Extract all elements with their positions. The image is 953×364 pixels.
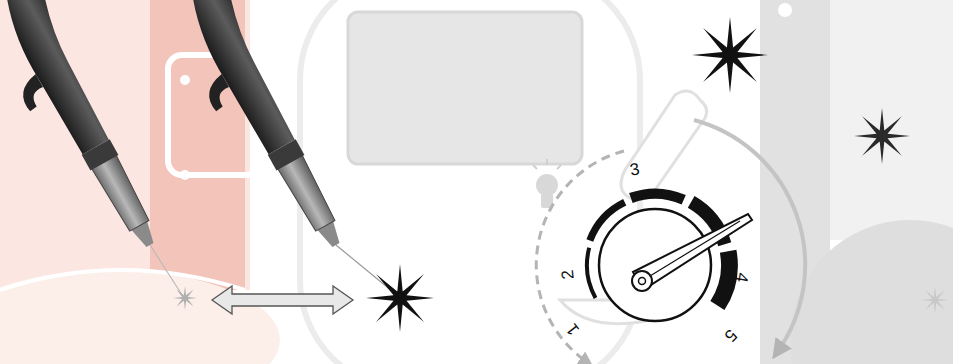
spark-star (173, 286, 197, 310)
spark-star (692, 17, 768, 93)
dial-number: 1 (563, 320, 582, 338)
spark-stars (173, 17, 949, 332)
spark-star (366, 264, 434, 332)
welding-wire (150, 245, 184, 298)
scale-bar (585, 247, 597, 299)
spark-star (854, 108, 910, 164)
double-arrow (212, 286, 353, 314)
sensitivity-knob (599, 209, 752, 321)
dial-number: 3 (628, 160, 640, 178)
dial-number: 4 (733, 271, 751, 283)
dial-number: 5 (722, 327, 741, 346)
welding-torch (150, 0, 371, 265)
background-right (760, 0, 953, 364)
scale-bar (629, 189, 686, 205)
dial-number: 2 (559, 269, 577, 280)
spark-star (921, 286, 949, 314)
welding-torch (0, 0, 185, 265)
